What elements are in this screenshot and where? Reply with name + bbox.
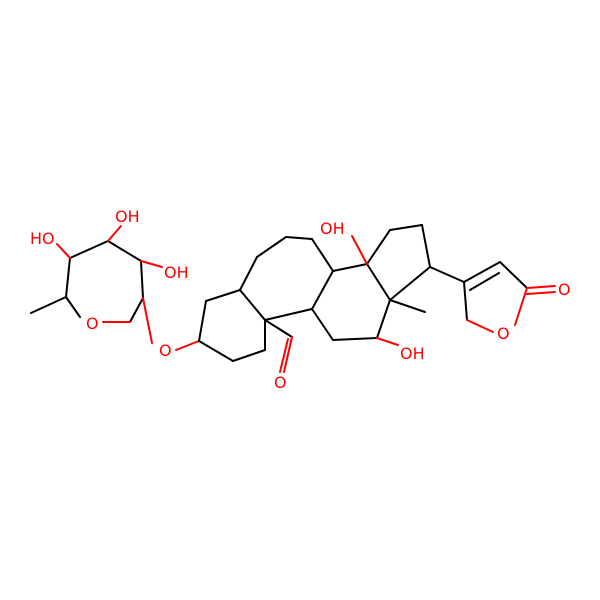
butenolide-bonds [429,261,556,333]
ring-c-bonds [311,263,391,341]
label-o-ring-sugar: O [86,314,99,333]
label-oh-c12: OH [400,344,425,363]
label-o-glycoside: O [159,341,172,360]
sugar-ring-bonds [30,240,144,323]
label-ho-sugar-left: HO [30,229,55,248]
ring-d-bonds [366,224,431,301]
c13-methyl-bond [389,299,426,313]
ring-b-bonds [239,236,334,321]
label-o-aldehyde: O [274,373,287,392]
ring-a-bonds [198,289,266,362]
label-oh-sugar-right: OH [164,263,189,282]
label-o-lactone-carbonyl: O [558,280,571,299]
steroid-hydroxyl-bonds [351,235,399,346]
label-o-lactone-ring: O [497,324,510,343]
label-oh-c14: OH [320,219,345,238]
label-oh-sugar-top: OH [115,207,140,226]
aldehyde-bonds [264,319,293,373]
sugar-oxygen-bonds [56,225,200,351]
